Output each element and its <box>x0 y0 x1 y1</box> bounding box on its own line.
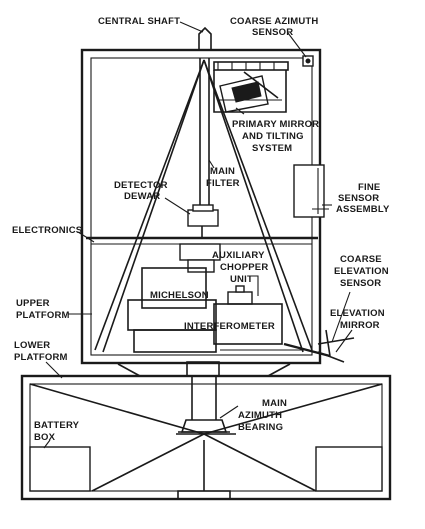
elevation-mirror <box>283 329 355 363</box>
label-electronics: ELECTRONICS <box>12 225 82 236</box>
label-elevation-mirror-line2: MIRROR <box>340 320 380 331</box>
a-frame-struts <box>94 59 313 353</box>
label-main-filter-line1: MAIN <box>210 166 235 177</box>
label-battery-box-line1: BATTERY <box>34 420 80 431</box>
label-fine-sensor-line2: SENSOR <box>338 193 379 204</box>
label-battery-box-line2: BOX <box>34 432 56 443</box>
coarse-azimuth-sensor <box>302 55 314 67</box>
azimuth-bearing-column <box>117 361 291 433</box>
labels: CENTRAL SHAFT COARSE AZIMUTH SENSOR PRIM… <box>12 16 390 443</box>
leader-lines <box>43 21 353 449</box>
label-primary-mirror-line1: PRIMARY MIRROR <box>232 119 319 130</box>
label-auxiliary-chopper-line1: AUXILIARY <box>212 250 265 261</box>
label-lower-platform-line1: LOWER <box>14 340 50 351</box>
label-coarse-elevation-line1: COARSE <box>340 254 382 265</box>
label-fine-sensor-line1: FINE <box>358 182 380 193</box>
label-coarse-azimuth-line1: COARSE AZIMUTH <box>230 16 318 27</box>
label-main-azimuth-line3: BEARING <box>238 422 283 433</box>
label-central-shaft: CENTRAL SHAFT <box>98 16 180 27</box>
label-interferometer: INTERFEROMETER <box>184 321 275 332</box>
label-coarse-elevation-line2: ELEVATION <box>334 266 389 277</box>
label-primary-mirror-line2: AND TILTING <box>242 131 304 142</box>
label-coarse-elevation-line3: SENSOR <box>340 278 381 289</box>
label-coarse-azimuth-line2: SENSOR <box>252 27 293 38</box>
label-primary-mirror-line3: SYSTEM <box>252 143 292 154</box>
label-upper-platform-line2: PLATFORM <box>16 310 70 321</box>
label-main-azimuth-line2: AZIMUTH <box>238 410 282 421</box>
label-lower-platform-line2: PLATFORM <box>14 352 68 363</box>
battery-box-left <box>29 446 91 492</box>
label-upper-platform-line1: UPPER <box>16 298 50 309</box>
battery-box-right <box>315 446 383 492</box>
label-main-filter-line2: FILTER <box>206 178 240 189</box>
label-auxiliary-chopper-line2: CHOPPER <box>220 262 268 273</box>
label-michelson: MICHELSON <box>150 290 209 301</box>
label-auxiliary-chopper-line3: UNIT <box>230 274 253 285</box>
fine-sensor-assembly <box>293 164 329 218</box>
base-foot <box>177 490 231 500</box>
interferometer-core <box>127 243 304 353</box>
label-detector-dewar-line2: DEWAR <box>124 191 160 202</box>
detector-dewar <box>187 204 219 238</box>
label-elevation-mirror-line1: ELEVATION <box>330 308 385 319</box>
central-shaft <box>198 26 212 210</box>
primary-mirror-assembly <box>213 61 289 113</box>
label-fine-sensor-line3: ASSEMBLY <box>336 204 390 215</box>
label-detector-dewar-line1: DETECTOR <box>114 180 168 191</box>
label-main-azimuth-line1: MAIN <box>262 398 287 409</box>
